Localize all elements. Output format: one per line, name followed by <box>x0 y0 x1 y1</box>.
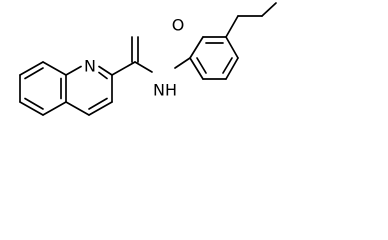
chemical-structure-diagram: O N NH <box>19 2 277 116</box>
bond <box>134 61 153 73</box>
bond <box>19 101 44 116</box>
bond <box>42 61 67 76</box>
bond <box>225 36 239 59</box>
bond <box>174 57 191 69</box>
quinoline-benzo-ring <box>19 61 67 116</box>
ring-nitrogen-atom-label: N <box>84 57 96 76</box>
ethylphenyl-ring <box>189 36 239 80</box>
double-bond-inner <box>88 97 108 110</box>
double-bond-inner <box>24 97 44 110</box>
bond <box>225 57 239 80</box>
bond <box>19 61 44 76</box>
double-bond-inner <box>24 67 44 80</box>
amide-linker <box>111 36 191 76</box>
bond <box>111 61 136 76</box>
bond <box>98 65 113 76</box>
bond <box>65 101 90 116</box>
oxygen-atom-label: O <box>172 16 185 35</box>
ethyl-group <box>225 2 277 38</box>
double-bond-inner <box>222 57 233 74</box>
amide-nh-atom-label: NH <box>153 81 177 100</box>
bond <box>261 2 277 17</box>
bond <box>42 101 67 116</box>
double-bond-inner <box>98 71 108 80</box>
bond <box>189 57 204 80</box>
bond <box>88 101 113 116</box>
bond <box>65 65 82 76</box>
quinoline-pyridine-ring <box>65 65 113 116</box>
bond <box>225 15 239 38</box>
bond <box>189 36 204 59</box>
double-bond-inner <box>196 57 207 74</box>
